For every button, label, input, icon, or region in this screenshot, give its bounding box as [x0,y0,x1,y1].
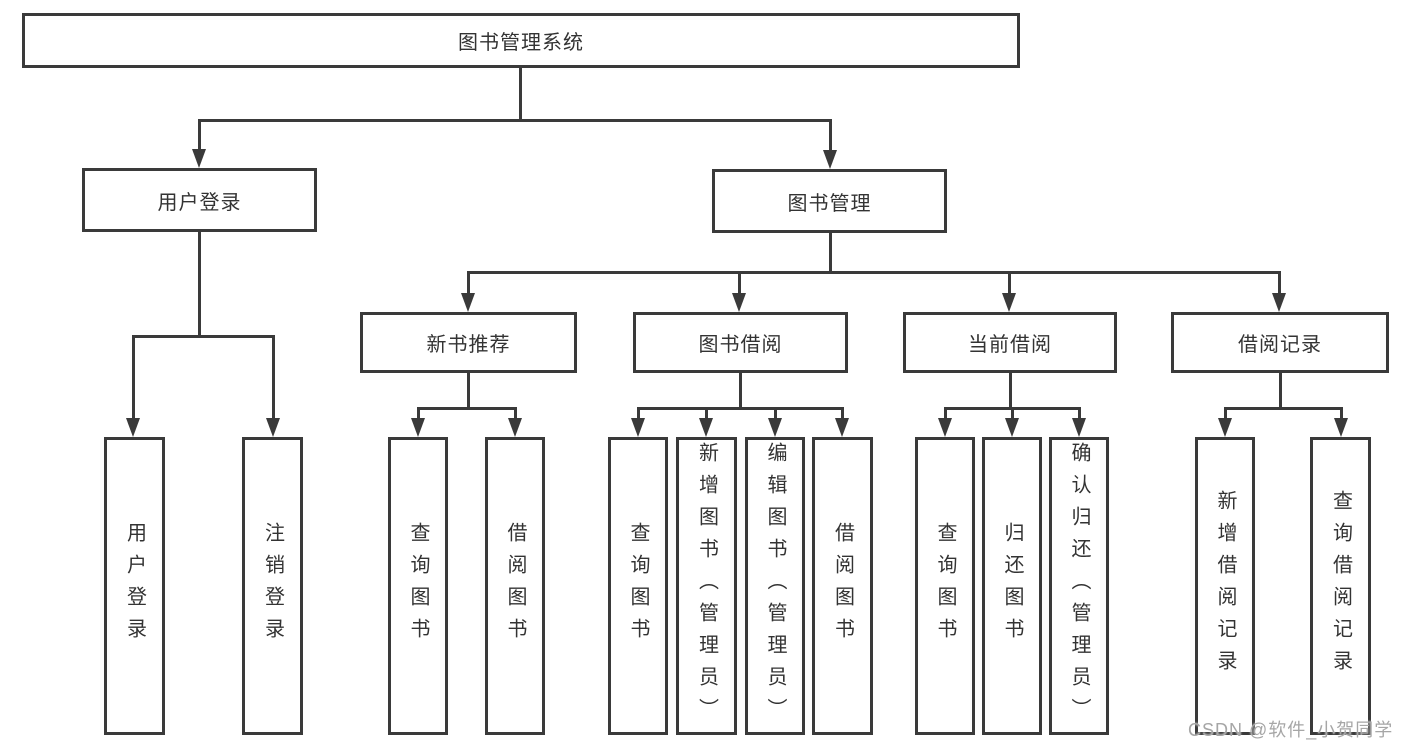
connector-cu-leaf2-shaft [1011,407,1014,421]
connector-book-mgmt-shaft [829,119,832,152]
leaf-rc-query-record-label: 查询借阅记录 [1329,490,1352,682]
connector-new-books-drop [467,373,470,407]
leaf-cu-return-books: 归还图书 [982,437,1042,735]
leaf-bw-query-books-label: 查询图书 [627,522,649,650]
arrow-into-rc-leaf1 [1218,418,1232,437]
leaf-bw-add-books-admin-label: 新增图书（管理员） [695,442,718,730]
leaf-rc-add-record: 新增借阅记录 [1195,437,1255,735]
arrow-into-new-books [461,293,475,312]
connector-level3-bus [467,271,1281,274]
leaf-bw-edit-books-admin-label: 编辑图书（管理员） [764,442,786,730]
leaf-nb-query-books: 查询图书 [388,437,448,735]
arrow-into-bw-leaf4 [835,418,849,437]
arrow-into-bw-leaf1 [631,418,645,437]
leaf-cu-confirm-return-admin: 确认归还（管理员） [1049,437,1109,735]
connector-nb-leaf1-shaft [417,407,420,421]
connector-bw-leaf2-shaft [705,407,708,421]
arrow-into-nb-leaf2 [508,418,522,437]
leaf-nb-borrow-books: 借阅图书 [485,437,545,735]
leaf-user-login-label: 用户登录 [123,522,146,650]
leaf-nb-borrow-books-label: 借阅图书 [504,522,526,650]
connector-user-login-shaft [198,119,201,151]
arrow-into-cu-leaf1 [938,418,952,437]
node-user-login: 用户登录 [82,168,317,232]
leaf-cu-query-books-label: 查询图书 [934,522,956,650]
connector-current-drop [1009,373,1012,407]
connector-root-drop [519,68,522,119]
arrow-into-nb-leaf1 [411,418,425,437]
connector-rc-leaf2-shaft [1340,407,1343,421]
connector-new-books-bus [417,407,517,410]
node-borrow-records: 借阅记录 [1171,312,1389,373]
node-borrowing: 图书借阅 [633,312,848,373]
arrow-into-cu-leaf2 [1005,418,1019,437]
arrow-into-login-leaf1 [126,418,140,437]
connector-borrowing-bus [637,407,843,410]
node-new-books: 新书推荐 [360,312,577,373]
connector-bw-leaf3-shaft [774,407,777,421]
connector-bw-leaf4-shaft [841,407,844,421]
leaf-bw-borrow-books: 借阅图书 [812,437,873,735]
arrow-into-book-mgmt [823,150,837,169]
arrow-into-rc-leaf2 [1334,418,1348,437]
connector-bw-leaf1-shaft [637,407,640,421]
arrow-into-user-login [192,149,206,168]
connector-book-mgmt-drop [829,233,832,271]
connector-login-leaf2-shaft [272,335,275,419]
node-root-system: 图书管理系统 [22,13,1020,68]
leaf-cu-query-books: 查询图书 [915,437,975,735]
connector-records-drop [1279,373,1282,407]
connector-user-login-drop [198,232,201,335]
connector-cu-leaf1-shaft [944,407,947,421]
node-book-mgmt-label: 图书管理 [787,192,872,215]
csdn-watermark: CSDN @软件_小贺同学 [1188,720,1394,740]
arrow-into-current [1002,293,1016,312]
node-borrow-records-label: 借阅记录 [1238,334,1322,356]
connector-records-bus [1224,407,1343,410]
node-root-label: 图书管理系统 [458,32,584,54]
leaf-logout-label: 注销登录 [261,522,284,650]
leaf-user-login: 用户登录 [104,437,165,735]
connector-rc-leaf1-shaft [1224,407,1227,421]
node-current-borrow: 当前借阅 [903,312,1117,373]
node-user-login-label: 用户登录 [157,191,242,214]
leaf-nb-query-books-label: 查询图书 [407,522,429,650]
leaf-bw-query-books: 查询图书 [608,437,668,735]
arrow-into-login-leaf2 [266,418,280,437]
arrow-into-cu-leaf3 [1072,418,1086,437]
leaf-bw-borrow-books-label: 借阅图书 [831,522,854,650]
connector-borrowing-shaft [738,271,741,297]
leaf-cu-confirm-return-admin-label: 确认归还（管理员） [1068,442,1090,730]
connector-user-login-bus [132,335,275,338]
leaf-cu-return-books-label: 归还图书 [1001,522,1023,650]
connector-new-books-shaft [467,271,470,297]
node-current-borrow-label: 当前借阅 [968,334,1052,356]
arrow-into-bw-leaf3 [768,418,782,437]
arrow-into-records [1272,293,1286,312]
connector-nb-leaf2-shaft [514,407,517,421]
node-borrowing-label: 图书借阅 [698,334,783,356]
connector-cu-leaf3-shaft [1078,407,1081,421]
node-new-books-label: 新书推荐 [426,334,511,356]
connector-login-leaf1-shaft [132,335,135,419]
leaf-logout: 注销登录 [242,437,303,735]
leaf-bw-add-books-admin: 新增图书（管理员） [676,437,737,735]
leaf-bw-edit-books-admin: 编辑图书（管理员） [745,437,805,735]
node-book-mgmt: 图书管理 [712,169,947,233]
connector-borrowing-drop [739,373,742,407]
arrow-into-bw-leaf2 [699,418,713,437]
connector-records-shaft [1278,271,1281,297]
connector-level2-bus [198,119,832,122]
arrow-into-borrowing [732,293,746,312]
connector-current-shaft [1008,271,1011,297]
leaf-rc-add-record-label: 新增借阅记录 [1214,490,1236,682]
leaf-rc-query-record: 查询借阅记录 [1310,437,1371,735]
